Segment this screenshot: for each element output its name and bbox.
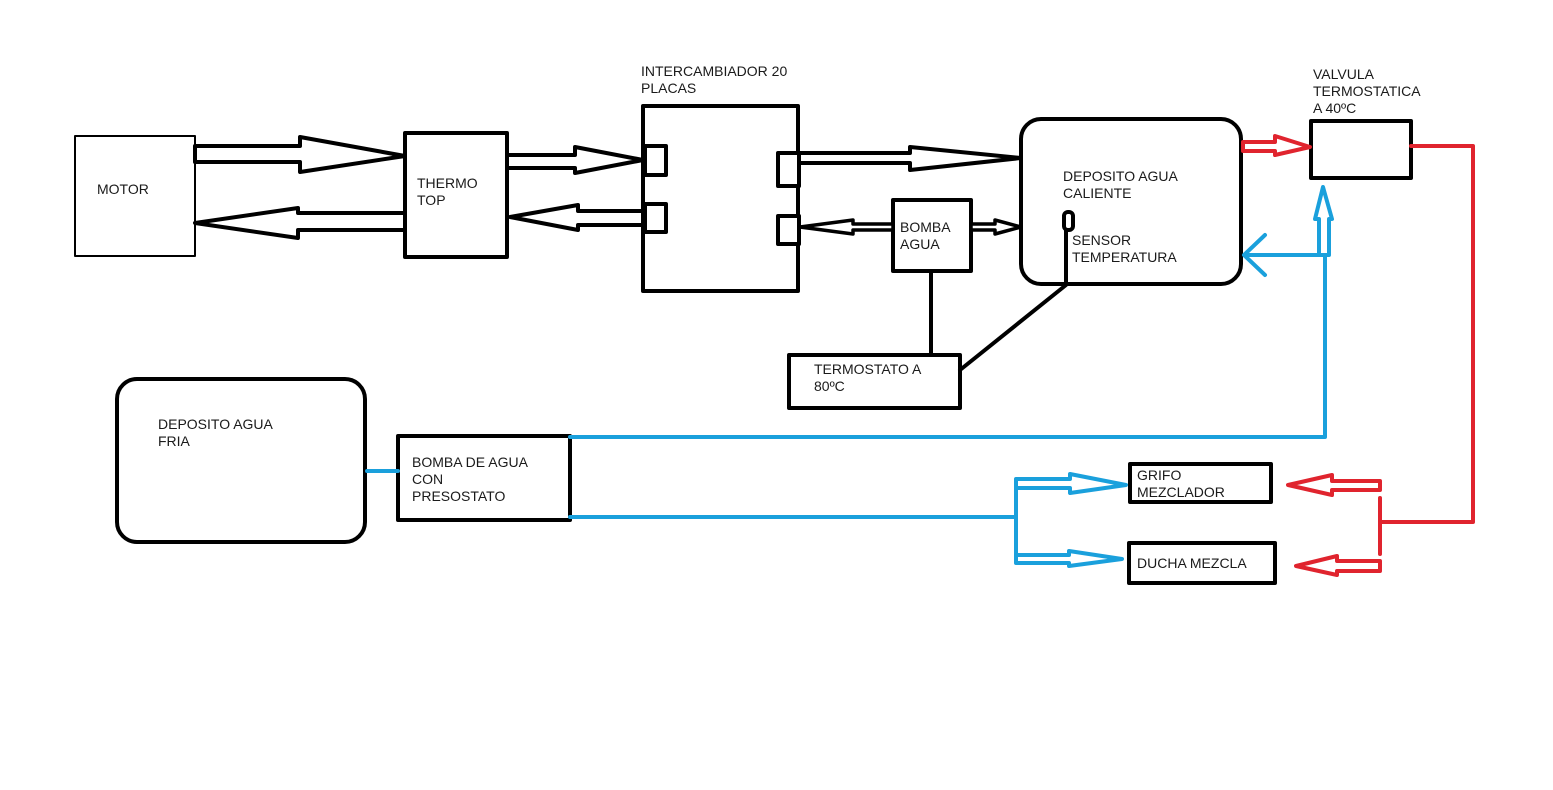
mixer-tap-label: GRIFO MEZCLADOR <box>1137 467 1225 500</box>
thermo-top-box <box>403 131 509 259</box>
arrow-thermotop-to-motor <box>193 206 407 240</box>
hot-tank-label: DEPOSITO AGUA CALIENTE <box>1063 168 1178 201</box>
hot-arrow-tank-to-valve <box>1241 134 1312 157</box>
thermostat-label: TERMOSTATO A 80ºC <box>814 361 922 394</box>
exchanger-port-out-bottom <box>776 214 801 246</box>
cold-tank-box <box>115 377 367 544</box>
temp-sensor-label: SENSOR TEMPERATURA <box>1072 232 1177 265</box>
hot-arrow-to-shower <box>1294 554 1382 577</box>
mixer-shower-box <box>1127 541 1277 585</box>
arrow-exchanger-to-hottank <box>797 145 1023 172</box>
exchanger-port-out-top <box>776 151 801 188</box>
arrow-thermotop-to-exchanger <box>505 145 645 175</box>
exchanger-box <box>641 104 800 293</box>
arrow-pump-to-exchanger <box>798 218 895 236</box>
mixer-tap-box <box>1128 462 1273 504</box>
pressure-pump-box <box>396 434 572 522</box>
exchanger-port-in-top <box>643 144 668 177</box>
hot-pipe-valve-out <box>1379 144 1475 524</box>
thermo-valve-label: VALVULA TERMOSTATICA A 40ºC <box>1313 66 1421 116</box>
exchanger-label: INTERCAMBIADOR 20 PLACAS <box>641 63 788 96</box>
pressure-pump-label: BOMBA DE AGUA CON PRESOSTATO <box>412 454 528 504</box>
thermo-valve-box <box>1309 119 1413 180</box>
cold-arrowhead-hottank <box>1242 233 1267 277</box>
hot-tank-box <box>1019 117 1243 286</box>
exchanger-port-in-bottom <box>643 202 668 234</box>
wire-thermostat-sensor <box>958 228 1068 372</box>
arrow-exchanger-to-thermotop <box>508 203 645 232</box>
cold-arrow-to-tap <box>1014 472 1128 495</box>
cold-arrow-to-valve <box>1313 185 1334 257</box>
cold-tank-label: DEPOSITO AGUA FRIA <box>158 416 273 449</box>
thermostat-box <box>787 353 962 410</box>
circ-pump-label: BOMBA AGUA <box>900 219 951 252</box>
thermo-top-label: THERMO TOP <box>417 175 478 208</box>
motor-box <box>74 135 196 257</box>
hot-arrow-to-tap <box>1286 473 1382 497</box>
motor-label: MOTOR <box>97 181 149 197</box>
arrow-pump-to-hottank <box>969 218 1023 236</box>
cold-arrow-to-shower <box>1014 549 1124 568</box>
temp-sensor-probe <box>1062 210 1075 232</box>
cold-pipe-pump-to-valve <box>568 253 1327 439</box>
arrow-motor-to-thermotop <box>193 135 407 174</box>
mixer-shower-label: DUCHA MEZCLA <box>1137 555 1247 571</box>
